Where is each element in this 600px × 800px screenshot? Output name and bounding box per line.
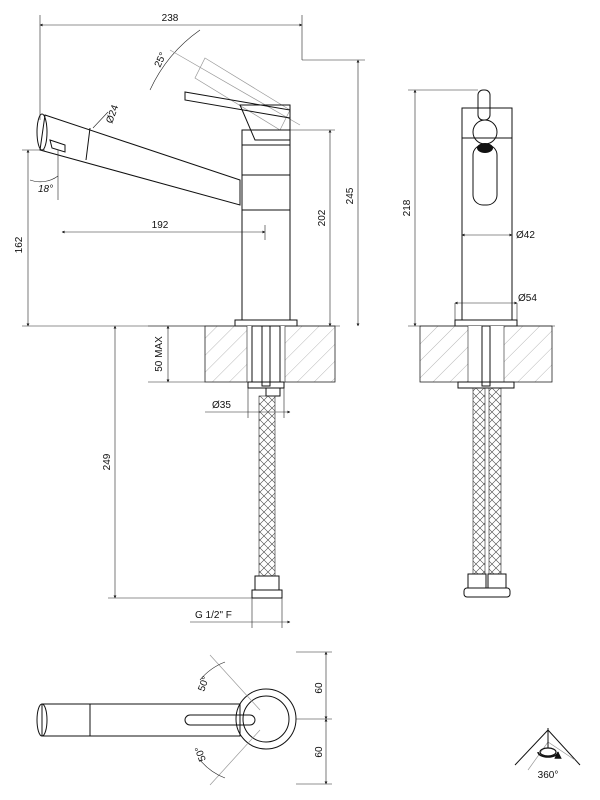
dim-lever-angle: 25° — [153, 51, 169, 69]
dim-hose-length: 249 — [102, 453, 113, 470]
dim-aerator-angle: 18° — [38, 184, 53, 195]
dim-body-diameter: Ø42 — [516, 230, 535, 241]
dim-spout-reach: 192 — [152, 220, 169, 231]
dim-side-height: 218 — [402, 199, 413, 216]
dim-spout-diameter: Ø24 — [104, 103, 121, 125]
dim-overall-width: 238 — [162, 13, 179, 24]
dim-handle-offset-bottom: 60 — [314, 746, 325, 758]
top-view: 50° 50° 60 60 — [36, 651, 332, 786]
dim-shank-diameter: Ø35 — [212, 400, 231, 411]
dim-total-height: 245 — [345, 187, 356, 204]
dim-spout-height: 162 — [14, 236, 25, 253]
dim-handle-offset-top: 60 — [314, 682, 325, 694]
dim-body-height: 202 — [317, 209, 328, 226]
front-view: 238 25° Ø24 18° 192 1 — [14, 13, 365, 628]
dim-swing-right: 50° — [193, 745, 209, 763]
dim-deck-thickness: 50 MAX — [154, 336, 165, 372]
rotation-icon: 360° — [514, 728, 581, 781]
dim-hose-thread: G 1/2" F — [195, 610, 232, 621]
side-view: 218 Ø42 Ø54 — [402, 89, 555, 598]
dim-swing-left: 50° — [196, 675, 212, 693]
dim-base-diameter: Ø54 — [518, 293, 537, 304]
dim-rotation: 360° — [538, 770, 559, 781]
